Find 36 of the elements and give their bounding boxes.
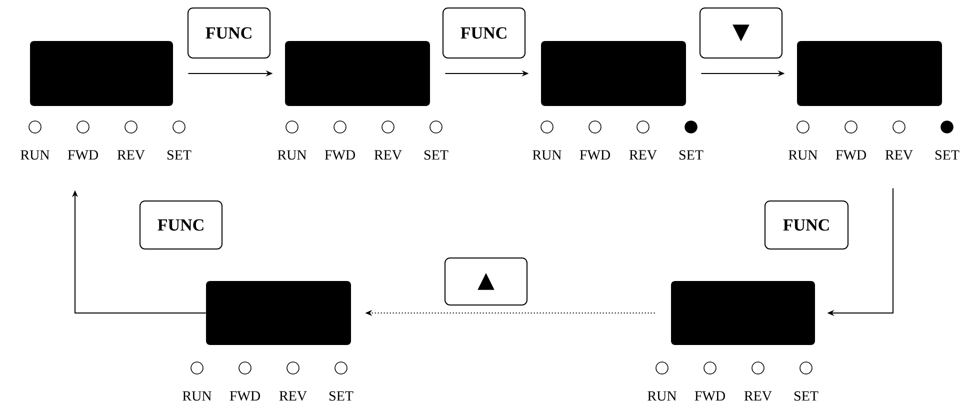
- indicator-label: REV: [117, 150, 145, 160]
- indicator-label: SET: [330, 391, 354, 401]
- indicator-label: RUN: [20, 150, 50, 160]
- key-button: FUNC: [140, 200, 222, 250]
- indicator-label: FWD: [580, 150, 610, 160]
- indicator-label: FWD: [694, 391, 725, 401]
- display-screen: [206, 281, 351, 345]
- indicator-label: FWD: [836, 150, 866, 160]
- indicator-label: FWD: [230, 391, 260, 401]
- display-screen: [671, 281, 815, 345]
- key-button: ▲: [444, 258, 528, 306]
- indicator-label: SET: [424, 150, 448, 160]
- indicator-label: REV: [374, 150, 402, 160]
- display-screen: [541, 41, 686, 106]
- display-screen: [797, 41, 942, 106]
- key-button: FUNC: [188, 8, 270, 58]
- indicator-label: REV: [629, 150, 657, 160]
- indicator-label: REV: [885, 150, 913, 160]
- indicator-label: FWD: [324, 150, 355, 160]
- indicator-label: SET: [680, 150, 704, 160]
- indicator-label: RUN: [278, 150, 306, 160]
- indicator-label: RUN: [648, 391, 676, 401]
- indicator-label: REV: [279, 391, 307, 401]
- indicator-label: FWD: [68, 150, 98, 160]
- indicator-label: RUN: [788, 150, 818, 160]
- indicator-label: SET: [794, 391, 818, 401]
- indicator-label: SET: [936, 150, 960, 160]
- indicator-label: RUN: [182, 391, 212, 401]
- display-screen: [285, 41, 430, 106]
- indicator-label: SET: [168, 150, 192, 160]
- key-button: ▼: [700, 8, 782, 58]
- key-button: FUNC: [442, 8, 526, 58]
- key-button: FUNC: [764, 200, 848, 250]
- display-screen: [30, 41, 173, 106]
- indicator-label: REV: [744, 391, 772, 401]
- indicator-label: RUN: [532, 150, 562, 160]
